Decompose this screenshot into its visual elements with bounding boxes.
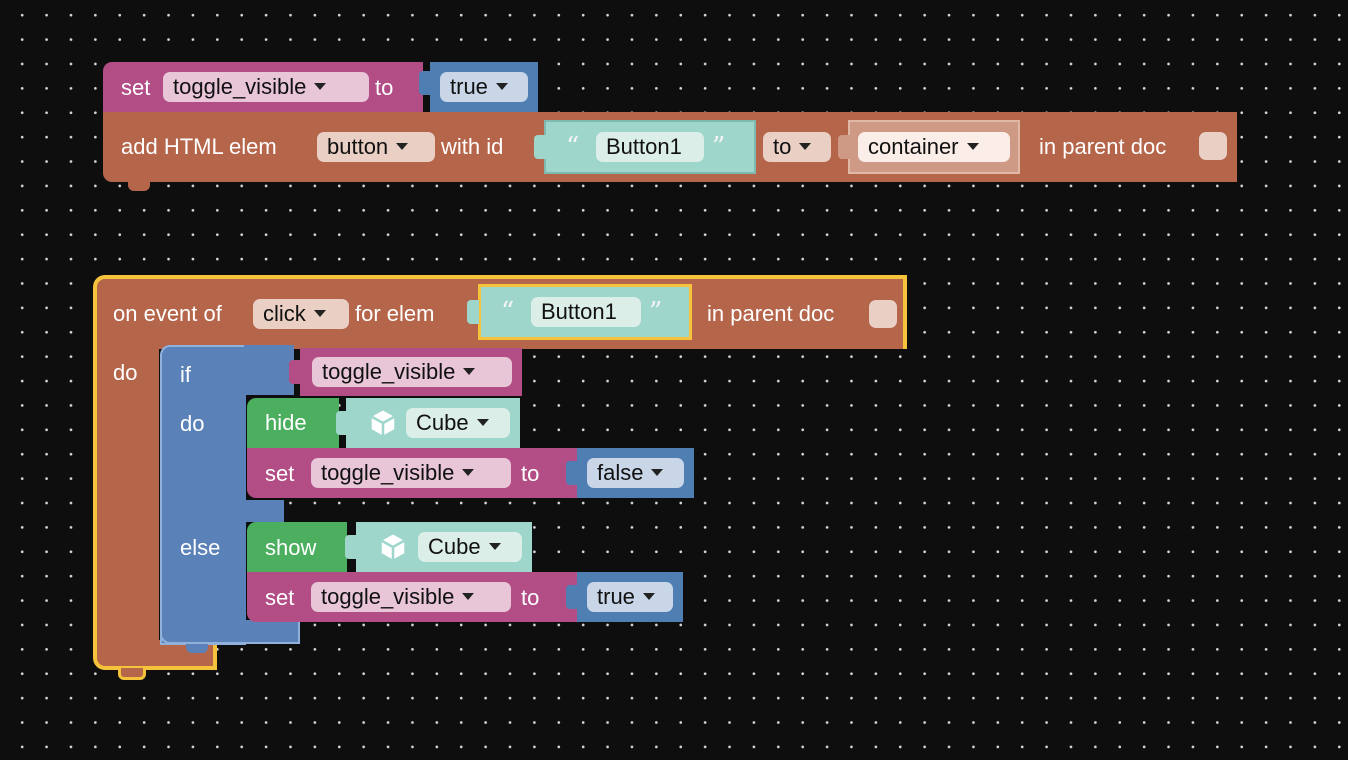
set-label: set: [265, 585, 295, 610]
chevron-down-icon: [799, 142, 812, 150]
event-dropdown[interactable]: click: [253, 299, 349, 329]
condition-variable-dropdown[interactable]: toggle_visible: [312, 357, 512, 387]
puzzle-notch: [419, 71, 431, 95]
chevron-down-icon: [463, 367, 476, 375]
html-container-block[interactable]: container: [848, 120, 1020, 174]
block-tab: [128, 182, 150, 191]
chevron-down-icon: [396, 142, 409, 150]
condition-variable-block[interactable]: toggle_visible: [300, 348, 522, 396]
variable-dropdown[interactable]: toggle_visible: [163, 72, 369, 102]
if-header-bar: [244, 345, 294, 395]
chevron-down-icon: [495, 82, 508, 90]
element-type-dropdown[interactable]: button: [317, 132, 435, 162]
chevron-down-icon: [462, 592, 475, 600]
if-block-bottom: [160, 620, 300, 644]
on-event-of-label: on event of: [113, 301, 222, 326]
object-block[interactable]: Cube: [346, 398, 520, 448]
to-label: to: [521, 585, 540, 610]
if-else-block[interactable]: if do else: [160, 345, 246, 645]
checkbox-icon[interactable]: [869, 300, 897, 328]
variable-dropdown[interactable]: toggle_visible: [311, 582, 511, 612]
boolean-dropdown[interactable]: true: [587, 582, 673, 612]
block-tab: [118, 668, 146, 680]
in-parent-doc-label: in parent doc: [1039, 134, 1167, 159]
open-quote: “: [501, 297, 515, 327]
boolean-block[interactable]: true: [430, 62, 538, 112]
puzzle-notch: [566, 585, 578, 609]
hide-label: hide: [265, 410, 307, 435]
cube-icon: [381, 534, 405, 560]
object-dropdown[interactable]: Cube: [418, 532, 522, 562]
puzzle-notch: [534, 135, 546, 159]
if-else-divider: [244, 500, 284, 522]
close-quote: ”: [712, 132, 726, 162]
set-variable-block[interactable]: set toggle_visible to: [247, 572, 577, 622]
if-label: if: [180, 362, 191, 387]
block-tab: [186, 644, 208, 653]
object-dropdown[interactable]: Cube: [406, 408, 510, 438]
then-do-label: do: [180, 411, 205, 436]
string-block[interactable]: “ Button1 ”: [544, 120, 756, 174]
puzzle-notch: [467, 300, 479, 324]
to-option-dropdown[interactable]: to: [763, 132, 831, 162]
chevron-down-icon: [966, 142, 979, 150]
container-dropdown[interactable]: container: [858, 132, 1010, 162]
boolean-block[interactable]: true: [577, 572, 683, 622]
string-block[interactable]: “ Button1 ”: [478, 284, 692, 340]
cube-icon: [371, 410, 395, 436]
show-block[interactable]: show: [247, 522, 347, 572]
object-block[interactable]: Cube: [356, 522, 532, 572]
boolean-block[interactable]: false: [577, 448, 694, 498]
set-variable-block[interactable]: set toggle_visible to: [103, 62, 423, 112]
puzzle-notch: [566, 461, 578, 485]
chevron-down-icon: [313, 309, 326, 317]
for-elem-label: for elem: [355, 301, 435, 326]
chevron-down-icon: [642, 592, 655, 600]
puzzle-notch: [838, 135, 850, 159]
chevron-down-icon: [476, 418, 489, 426]
in-parent-doc-label: in parent doc: [707, 301, 835, 326]
puzzle-notch: [345, 535, 357, 559]
boolean-dropdown[interactable]: false: [587, 458, 684, 488]
set-variable-block[interactable]: set toggle_visible to: [247, 448, 577, 498]
boolean-dropdown[interactable]: true: [440, 72, 528, 102]
to-label: to: [375, 75, 394, 100]
variable-dropdown[interactable]: toggle_visible: [311, 458, 511, 488]
hide-block[interactable]: hide: [247, 398, 339, 448]
event-do-column: do: [93, 345, 159, 645]
set-label: set: [265, 461, 295, 486]
set-label: set: [121, 75, 151, 100]
add-html-elem-label: add HTML elem: [121, 134, 277, 159]
open-quote: “: [566, 132, 580, 162]
chevron-down-icon: [314, 82, 327, 90]
puzzle-notch: [336, 411, 348, 435]
show-label: show: [265, 535, 317, 560]
to-label: to: [521, 461, 540, 486]
checkbox-icon[interactable]: [1199, 132, 1227, 160]
chevron-down-icon: [651, 468, 664, 476]
close-quote: ”: [649, 297, 663, 327]
puzzle-notch: [289, 360, 301, 384]
do-label: do: [113, 360, 138, 385]
chevron-down-icon: [488, 542, 501, 550]
chevron-down-icon: [462, 468, 475, 476]
elem-id-text-field[interactable]: Button1: [531, 297, 641, 327]
id-text-field[interactable]: Button1: [596, 132, 704, 162]
with-id-label: with id: [441, 134, 504, 159]
else-label: else: [180, 535, 221, 560]
